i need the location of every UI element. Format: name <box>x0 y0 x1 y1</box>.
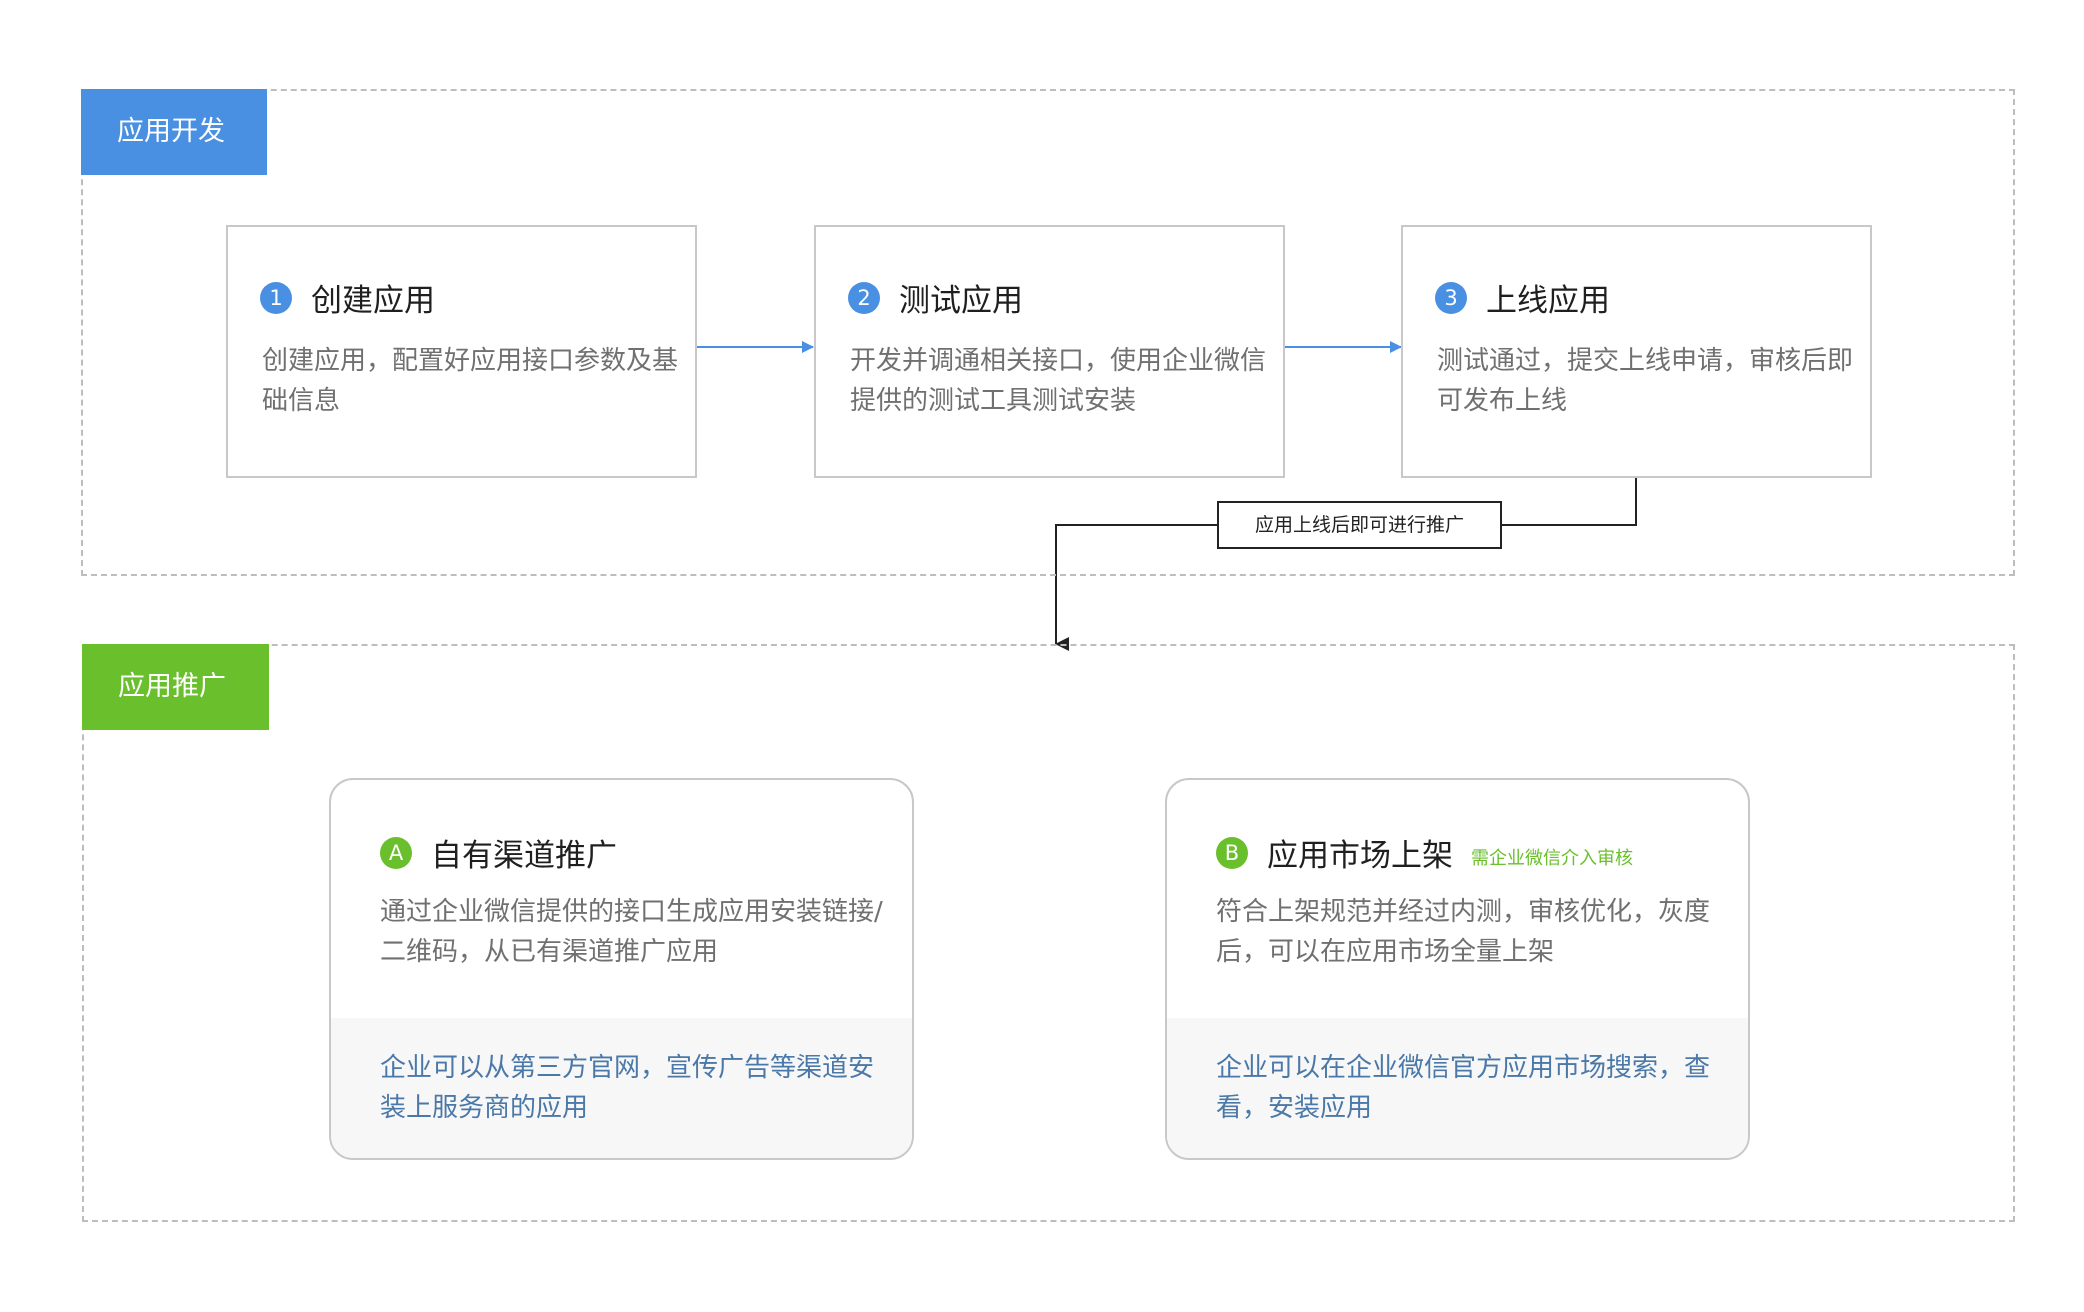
promotion-tag: 应用推广 <box>82 644 269 730</box>
promo-description: 通过企业微信提供的接口生成应用安装链接/二维码，从已有渠道推广应用 <box>380 897 883 967</box>
promo-letter-badge: A <box>380 836 412 869</box>
step-title: 测试应用 <box>899 283 1023 319</box>
promo-title: 自有渠道推广 <box>431 838 617 874</box>
step-description: 开发并调通相关接口，使用企业微信提供的测试工具测试安装 <box>850 346 1267 416</box>
promo-card-app-market: B 应用市场上架 需企业微信介入审核 符合上架规范并经过内测，审核优化，灰度后，… <box>1165 778 1750 1160</box>
connector-label: 应用上线后即可进行推广 <box>1217 501 1502 549</box>
step-card-test: 2 测试应用 开发并调通相关接口，使用企业微信提供的测试工具测试安装 <box>814 225 1285 478</box>
promotion-section: 应用推广 A 自有渠道推广 通过企业微信提供的接口生成应用安装链接/二维码，从已… <box>82 644 2015 1222</box>
step-number-badge: 2 <box>848 281 880 314</box>
step-title: 创建应用 <box>311 283 435 319</box>
step-description: 创建应用，配置好应用接口参数及基础信息 <box>262 346 679 416</box>
review-note: 需企业微信介入审核 <box>1471 847 1633 869</box>
promo-footer-text: 企业可以在企业微信官方应用市场搜索，查看，安装应用 <box>1216 1053 1711 1123</box>
step-number-badge: 1 <box>260 281 292 314</box>
promo-description: 符合上架规范并经过内测，审核优化，灰度后，可以在应用市场全量上架 <box>1216 897 1711 967</box>
promo-footer-text: 企业可以从第三方官网，宣传广告等渠道安装上服务商的应用 <box>380 1053 875 1123</box>
development-section: 应用开发 1 创建应用 创建应用，配置好应用接口参数及基础信息 2 测试应用 开… <box>81 89 2015 576</box>
promo-title: 应用市场上架 <box>1267 838 1453 874</box>
promo-card-own-channel: A 自有渠道推广 通过企业微信提供的接口生成应用安装链接/二维码，从已有渠道推广… <box>329 778 914 1160</box>
step-card-create: 1 创建应用 创建应用，配置好应用接口参数及基础信息 <box>226 225 697 478</box>
promo-footer: 企业可以从第三方官网，宣传广告等渠道安装上服务商的应用 <box>331 1018 912 1158</box>
step-number-badge: 3 <box>1435 281 1467 314</box>
step-title: 上线应用 <box>1486 283 1610 319</box>
step-card-launch: 3 上线应用 测试通过，提交上线申请，审核后即可发布上线 <box>1401 225 1872 478</box>
promo-letter-badge: B <box>1216 836 1248 869</box>
promo-footer: 企业可以在企业微信官方应用市场搜索，查看，安装应用 <box>1167 1018 1748 1158</box>
development-tag: 应用开发 <box>81 89 267 175</box>
step-description: 测试通过，提交上线申请，审核后即可发布上线 <box>1437 346 1854 416</box>
